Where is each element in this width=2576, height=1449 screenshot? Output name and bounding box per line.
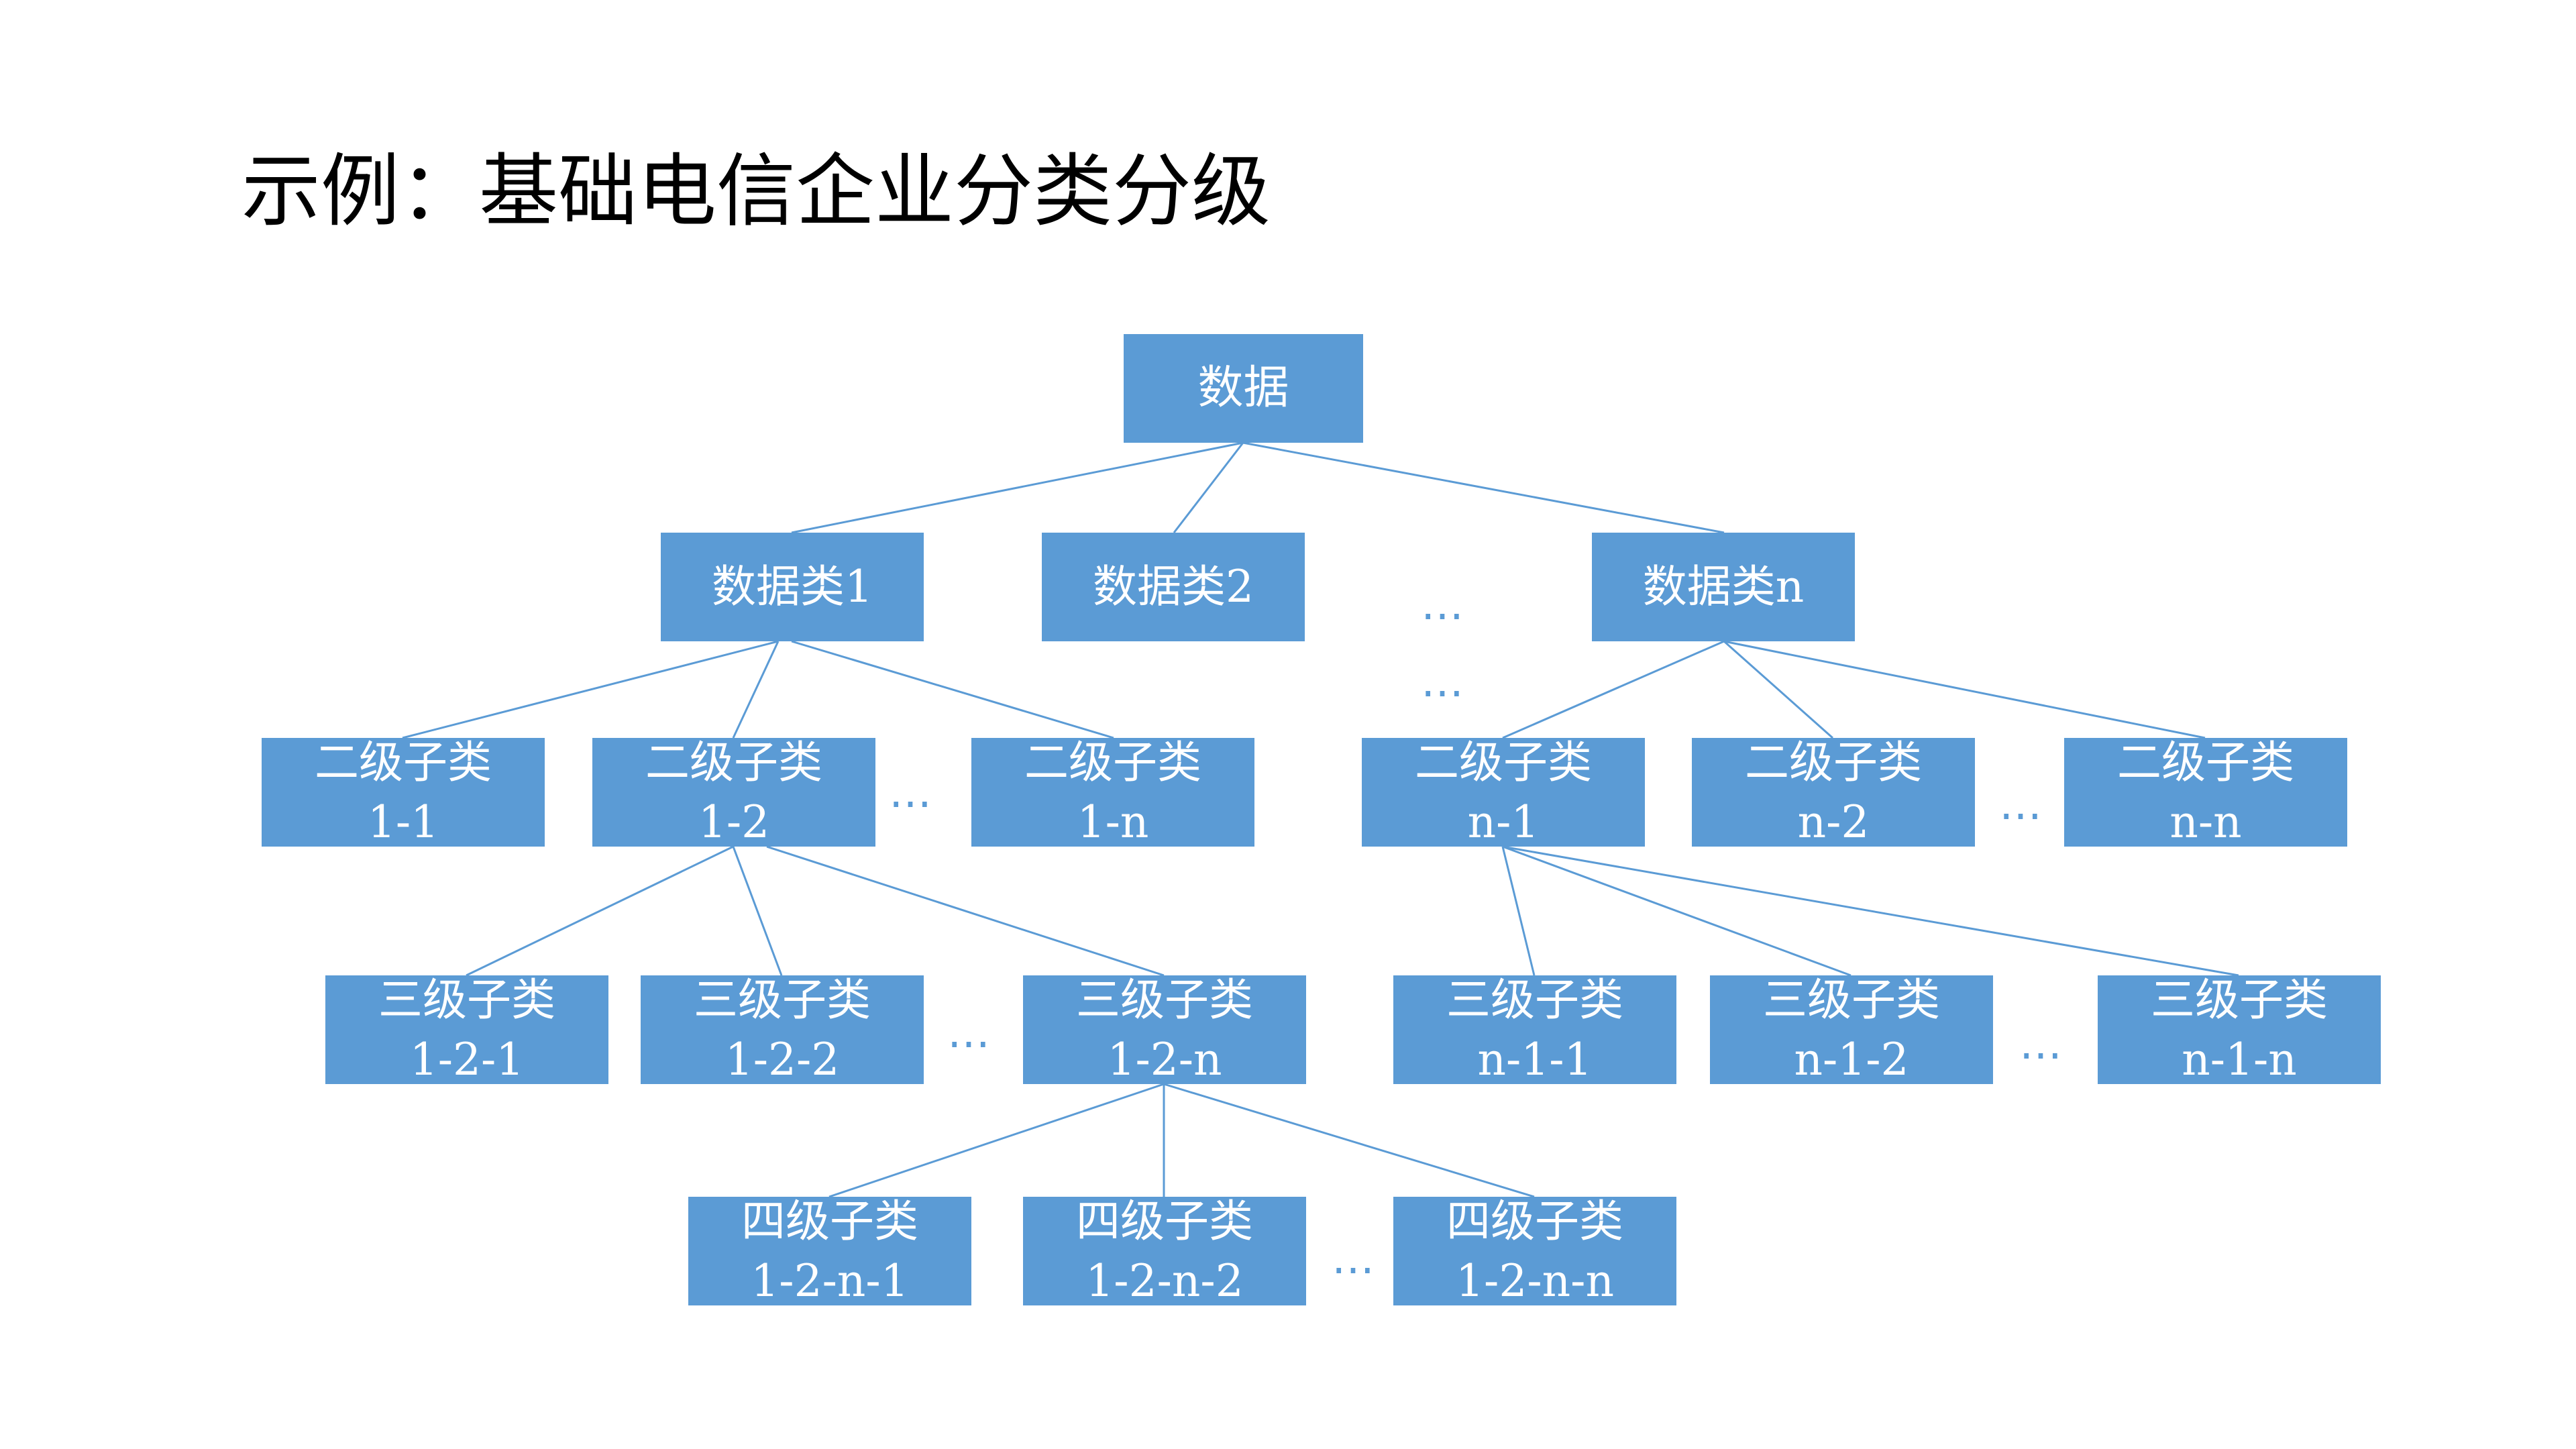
ellipsis-fourth: … [1332, 1234, 1376, 1284]
node-label: 数据类1 [712, 561, 873, 613]
node-code: 1-2-n-2 [1085, 1255, 1244, 1307]
node-code: n-1-1 [1477, 1034, 1593, 1085]
node-category-2: 数据类2 [1042, 533, 1305, 641]
node-third-1-2-2: 三级子类 1-2-2 [641, 974, 924, 1085]
node-root: 数据 [1124, 334, 1363, 443]
connector-line [1163, 1083, 1535, 1198]
node-subclass-n-2: 二级子类 n-2 [1692, 737, 1975, 848]
ellipsis-subclass-1: … [889, 768, 933, 818]
node-code: 1-1 [367, 796, 439, 848]
node-label: 四级子类 [741, 1195, 918, 1247]
node-label: 数据类2 [1093, 561, 1254, 613]
node-code: 1-2 [698, 796, 770, 848]
connector-line [766, 845, 1165, 977]
node-label: 三级子类 [1763, 973, 1940, 1026]
connector-line [1242, 441, 1725, 534]
node-subclass-1-n: 二级子类 1-n [971, 737, 1254, 848]
node-label: 二级子类 [1024, 736, 1201, 788]
node-subclass-n-1: 二级子类 n-1 [1362, 737, 1645, 848]
node-label: 二级子类 [315, 736, 492, 788]
ellipsis-category-1: … [1421, 580, 1465, 630]
node-code: n-n [2169, 796, 2242, 848]
connector-line [1173, 442, 1244, 533]
node-third-1-2-n: 三级子类 1-2-n [1023, 974, 1306, 1085]
node-label: 三级子类 [2151, 973, 2328, 1026]
connector-line [1723, 640, 1833, 739]
connector-line [466, 845, 734, 977]
connector-line [828, 1083, 1165, 1198]
node-fourth-1-2-n-1: 四级子类 1-2-n-1 [688, 1195, 971, 1307]
connector-line [1502, 845, 1851, 977]
node-label: 三级子类 [694, 973, 871, 1026]
node-code: n-1-n [2182, 1034, 2297, 1085]
node-code: 1-2-1 [409, 1034, 525, 1085]
connector-line [402, 640, 779, 739]
ellipsis-third-n: … [2019, 1020, 2063, 1069]
node-subclass-n-n: 二级子类 n-n [2064, 737, 2347, 848]
node-label: 数据 [1197, 362, 1289, 415]
connector-line [791, 441, 1244, 534]
node-label: 数据类n [1642, 561, 1805, 613]
connector-line [791, 640, 1114, 739]
node-third-1-2-1: 三级子类 1-2-1 [325, 974, 608, 1085]
node-label: 三级子类 [1076, 973, 1253, 1026]
ellipsis-third-1: … [947, 1008, 991, 1058]
node-label: 三级子类 [378, 973, 555, 1026]
node-label: 四级子类 [1446, 1195, 1623, 1247]
node-code: 1-n [1077, 796, 1149, 848]
node-code: n-1 [1467, 796, 1540, 848]
connector-line [1502, 640, 1725, 739]
node-code: 1-2-n-1 [751, 1255, 909, 1307]
page-title: 示例：基础电信企业分类分级 [241, 145, 1271, 237]
node-code: 1-2-2 [724, 1034, 840, 1085]
node-subclass-1-1: 二级子类 1-1 [262, 737, 545, 848]
node-fourth-1-2-n-2: 四级子类 1-2-n-2 [1023, 1195, 1306, 1307]
node-code: n-1-2 [1794, 1034, 1909, 1085]
connector-line [732, 641, 780, 739]
node-category-1: 数据类1 [661, 533, 924, 641]
node-label: 二级子类 [1415, 736, 1592, 788]
connector-line [1502, 845, 2239, 977]
ellipsis-category-2: … [1421, 657, 1465, 707]
node-code: 1-2-n-n [1456, 1255, 1614, 1307]
node-label: 三级子类 [1446, 973, 1623, 1026]
node-label: 二级子类 [645, 736, 822, 788]
node-label: 二级子类 [1745, 736, 1922, 788]
node-label: 四级子类 [1076, 1195, 1253, 1247]
node-code: 1-2-n [1107, 1034, 1222, 1085]
node-subclass-1-2: 二级子类 1-2 [592, 737, 875, 848]
node-third-n-1-2: 三级子类 n-1-2 [1710, 974, 1993, 1085]
connector-line [1723, 640, 2206, 739]
node-third-n-1-n: 三级子类 n-1-n [2098, 974, 2381, 1085]
node-label: 二级子类 [2117, 736, 2294, 788]
ellipsis-subclass-n: … [1999, 780, 2043, 830]
node-third-n-1-1: 三级子类 n-1-1 [1393, 974, 1676, 1085]
connector-line [1501, 846, 1536, 976]
node-code: n-2 [1797, 796, 1870, 848]
node-fourth-1-2-n-n: 四级子类 1-2-n-n [1393, 1195, 1676, 1307]
node-category-n: 数据类n [1592, 533, 1855, 641]
connector-line [732, 846, 783, 976]
